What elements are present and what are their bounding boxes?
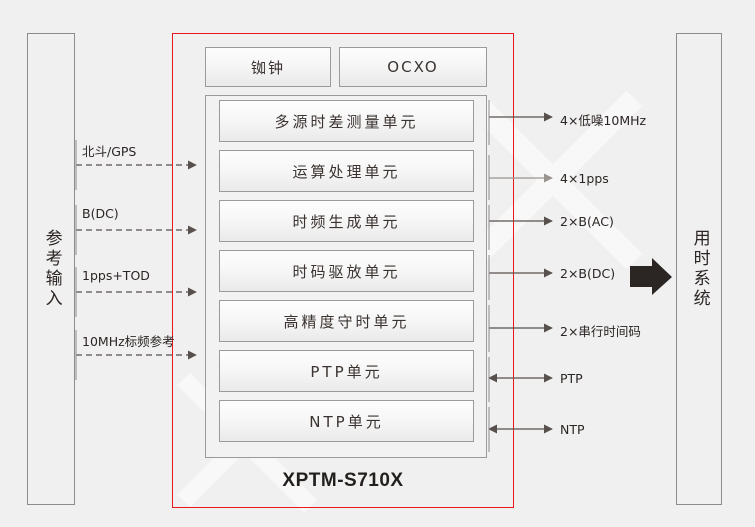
module-label: NTP单元 <box>309 412 384 431</box>
ocxo-label: OCXO <box>387 58 439 76</box>
output-label-4x-low-noise-10mhz: 4×低噪10MHz <box>560 113 647 128</box>
module-ptp-unit: PTP单元 <box>219 350 474 392</box>
module-label: 时频生成单元 <box>292 212 401 231</box>
module-label: 时码驱放单元 <box>292 262 401 281</box>
input-label-1pps-tod: 1pps+TOD <box>82 268 150 283</box>
reference-input-label: 参考输入 <box>41 229 62 309</box>
functional-module-container: 多源时差测量单元 运算处理单元 时频生成单元 时码驱放单元 高精度守时单元 PT… <box>205 95 487 458</box>
bold-flow-arrow <box>630 258 672 295</box>
module-multi-source-time-difference-measurement-unit: 多源时差测量单元 <box>219 100 474 142</box>
module-time-frequency-generation-unit: 时频生成单元 <box>219 200 474 242</box>
module-label: 多源时差测量单元 <box>274 112 419 131</box>
output-label-2x-b-dc: 2×B(DC) <box>560 266 616 281</box>
module-label: 运算处理单元 <box>292 162 401 181</box>
output-label-ptp: PTP <box>560 371 583 386</box>
module-high-precision-timekeeping-unit: 高精度守时单元 <box>219 300 474 342</box>
output-label-2x-b-ac: 2×B(AC) <box>560 214 614 229</box>
rubidium-clock-box: 铷钟 <box>205 47 331 87</box>
module-label: PTP单元 <box>310 362 383 381</box>
timing-user-system-label: 用时系统 <box>689 229 710 309</box>
rubidium-clock-label: 铷钟 <box>250 58 285 77</box>
input-label-beidou-gps: 北斗/GPS <box>82 144 137 159</box>
output-label-4x-1pps: 4×1pps <box>560 171 609 186</box>
module-label: 高精度守时单元 <box>283 312 410 331</box>
output-label-2x-serial-timecode: 2×串行时间码 <box>560 324 641 339</box>
timing-user-system-box: 用时系统 <box>676 33 722 505</box>
reference-input-box: 参考输入 <box>27 33 75 505</box>
input-label-10mhz-reference: 10MHz标频参考 <box>82 334 175 349</box>
module-time-code-drive-amplifier-unit: 时码驱放单元 <box>219 250 474 292</box>
ocxo-box: OCXO <box>339 47 487 87</box>
module-computation-processing-unit: 运算处理单元 <box>219 150 474 192</box>
input-label-b-dc: B(DC) <box>82 206 119 221</box>
module-ntp-unit: NTP单元 <box>219 400 474 442</box>
output-label-ntp: NTP <box>560 422 585 437</box>
product-model-name: XPTM-S710X <box>282 470 404 491</box>
product-boundary-frame <box>172 33 514 508</box>
